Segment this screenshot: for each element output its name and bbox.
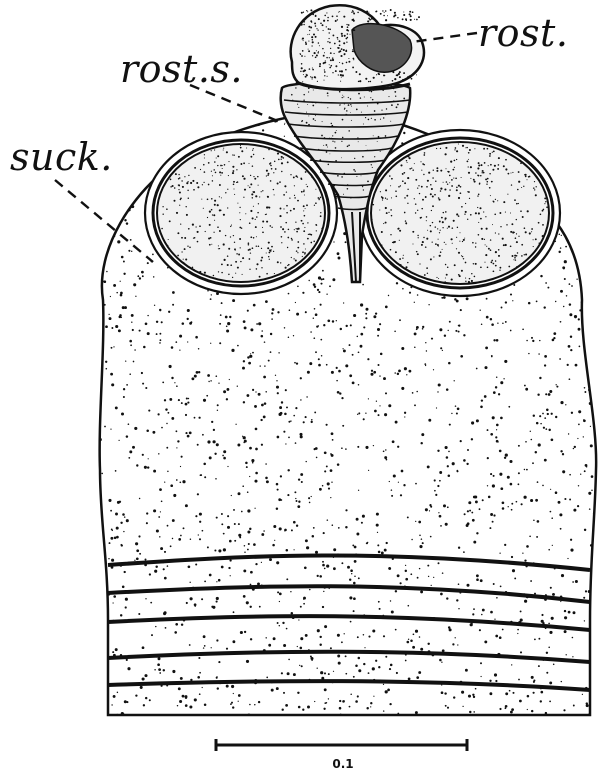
scale-bar-label: 0.1 [332, 757, 353, 771]
label-suck: suck. [10, 135, 113, 179]
left-sucker [145, 132, 337, 294]
label-rost-s: rost.s. [120, 47, 243, 91]
right-sucker [360, 130, 560, 296]
label-rost: rost. [478, 11, 568, 55]
rostellum [291, 5, 424, 90]
leader-line-rost [412, 33, 477, 42]
scale-bar: 0.1 [215, 739, 468, 771]
